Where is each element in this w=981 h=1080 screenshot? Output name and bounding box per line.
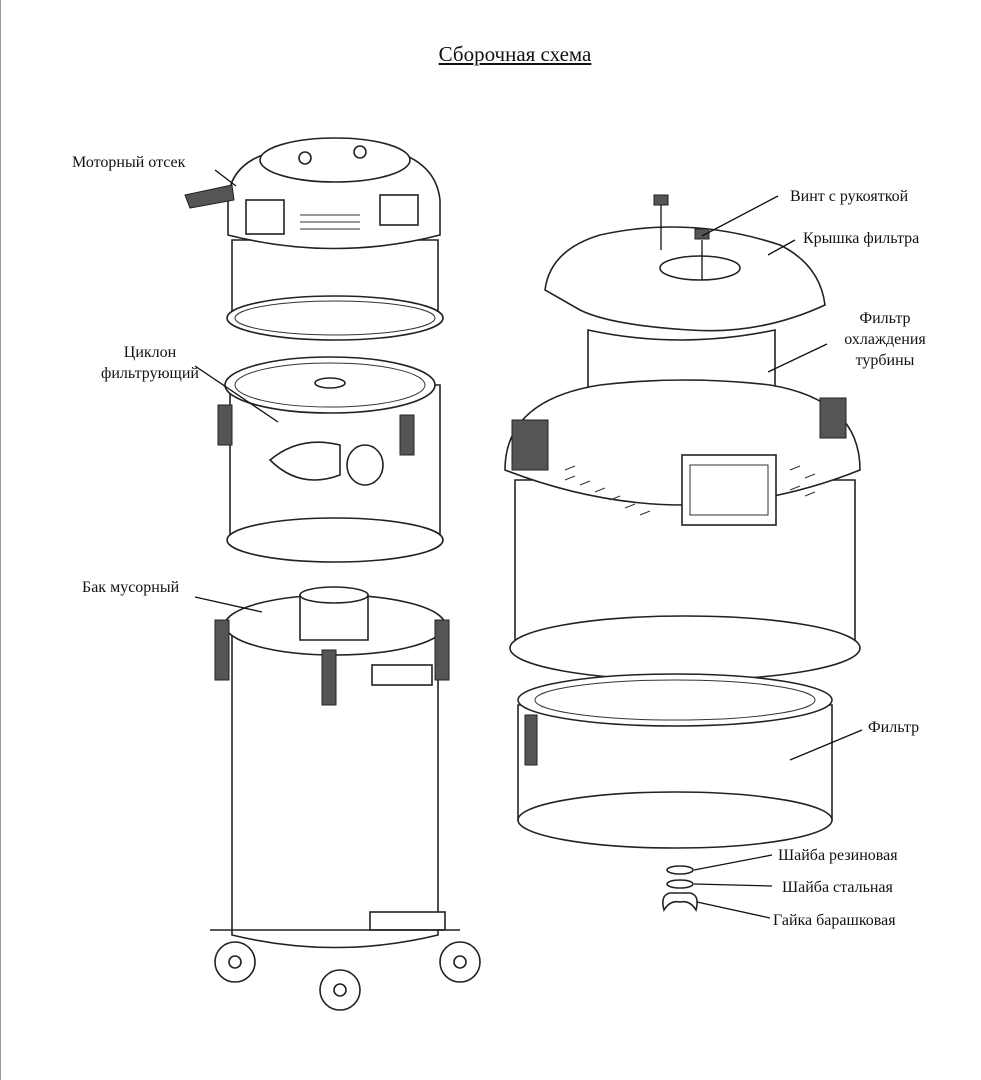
filter-cyclone [217,356,444,563]
filter-cover [544,194,826,332]
motor-unit [504,379,861,681]
label-wing-nut: Гайка барашковая [773,912,896,929]
label-cooling-filter-line1: Фильтр [859,310,911,327]
label-cyclone: Циклон фильтрующий [90,342,210,384]
label-rubber-washer: Шайба резиновая [778,847,898,864]
filter [517,673,833,849]
label-cooling-filter-line2: охлаждения [844,331,926,348]
page-title: Сборочная схема [438,42,592,66]
label-filter: Фильтр [868,719,920,736]
waste-bin [210,586,481,1011]
label-motor-compartment: Моторный отсек [72,154,186,171]
label-screw: Винт с рукояткой [790,188,909,205]
label-filter-cover: Крышка фильтра [803,230,920,247]
label-cyclone-line2: фильтрующий [101,365,199,382]
page-edge [0,0,1,1080]
label-cooling-filter: Фильтр охлаждения турбины [830,308,940,371]
leader-lines [194,169,863,919]
washers-and-nut [662,865,698,913]
motor-compartment [184,137,444,341]
label-steel-washer: Шайба стальная [782,879,893,896]
label-cooling-filter-line3: турбины [855,352,915,369]
label-cyclone-line1: Циклон [123,344,177,361]
label-waste-bin: Бак мусорный [82,579,180,596]
